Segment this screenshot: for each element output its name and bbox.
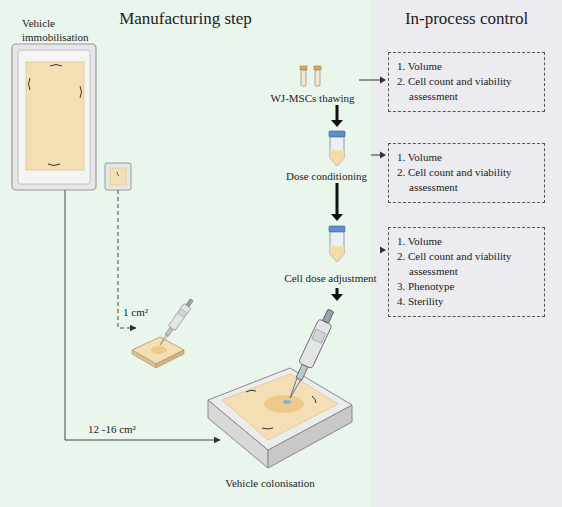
control-item: 2. Cell count and viability assessment [397, 249, 536, 278]
connector-line [359, 80, 380, 81]
arrow-head [380, 77, 386, 84]
control-item: 4. Sterility [397, 294, 536, 308]
control-item: 3. Phenotype [397, 279, 536, 293]
figure-label: 12 -16 cm² [88, 423, 136, 437]
control-item: 2. Cell count and viability assessment [397, 74, 536, 103]
connector-arrow [359, 77, 386, 84]
control-box: 1. Volume2. Cell count and viability ass… [388, 52, 545, 112]
step-label: WJ-MSCs thawing [270, 92, 354, 104]
step-label: Dose conditioning [286, 170, 367, 182]
connector-line [336, 105, 339, 120]
control-item: 1. Volume [397, 59, 536, 73]
connector-arrow [371, 152, 386, 159]
arrow-head [331, 120, 343, 127]
process-step: Cell dose adjustment [282, 222, 379, 284]
column-heading: Manufacturing step [0, 8, 371, 29]
process-step: Dose conditioning [284, 128, 369, 182]
connector-arrow [380, 247, 386, 254]
control-item: 1. Volume [397, 150, 536, 164]
column-heading: In-process control [371, 8, 562, 29]
arrow-head [380, 152, 386, 159]
process-step: WJ-MSCs thawing [268, 62, 357, 104]
arrow-head [380, 247, 386, 254]
control-box: 1. Volume2. Cell count and viability ass… [388, 227, 545, 317]
figure-label: Vehicle immobilisation [22, 17, 98, 45]
control-item: 2. Cell count and viability assessment [397, 165, 536, 194]
arrow-head [331, 214, 343, 221]
step-label: Cell dose adjustment [284, 272, 376, 284]
figure-label: Vehicle colonisation [215, 477, 325, 491]
control-box: 1. Volume2. Cell count and viability ass… [388, 143, 545, 203]
control-item: 1. Volume [397, 234, 536, 248]
figure-label: 1 cm² [123, 306, 148, 320]
connector-arrow [331, 183, 343, 221]
connector-line [371, 155, 380, 156]
connector-arrow [331, 105, 343, 127]
connector-line [336, 183, 339, 214]
